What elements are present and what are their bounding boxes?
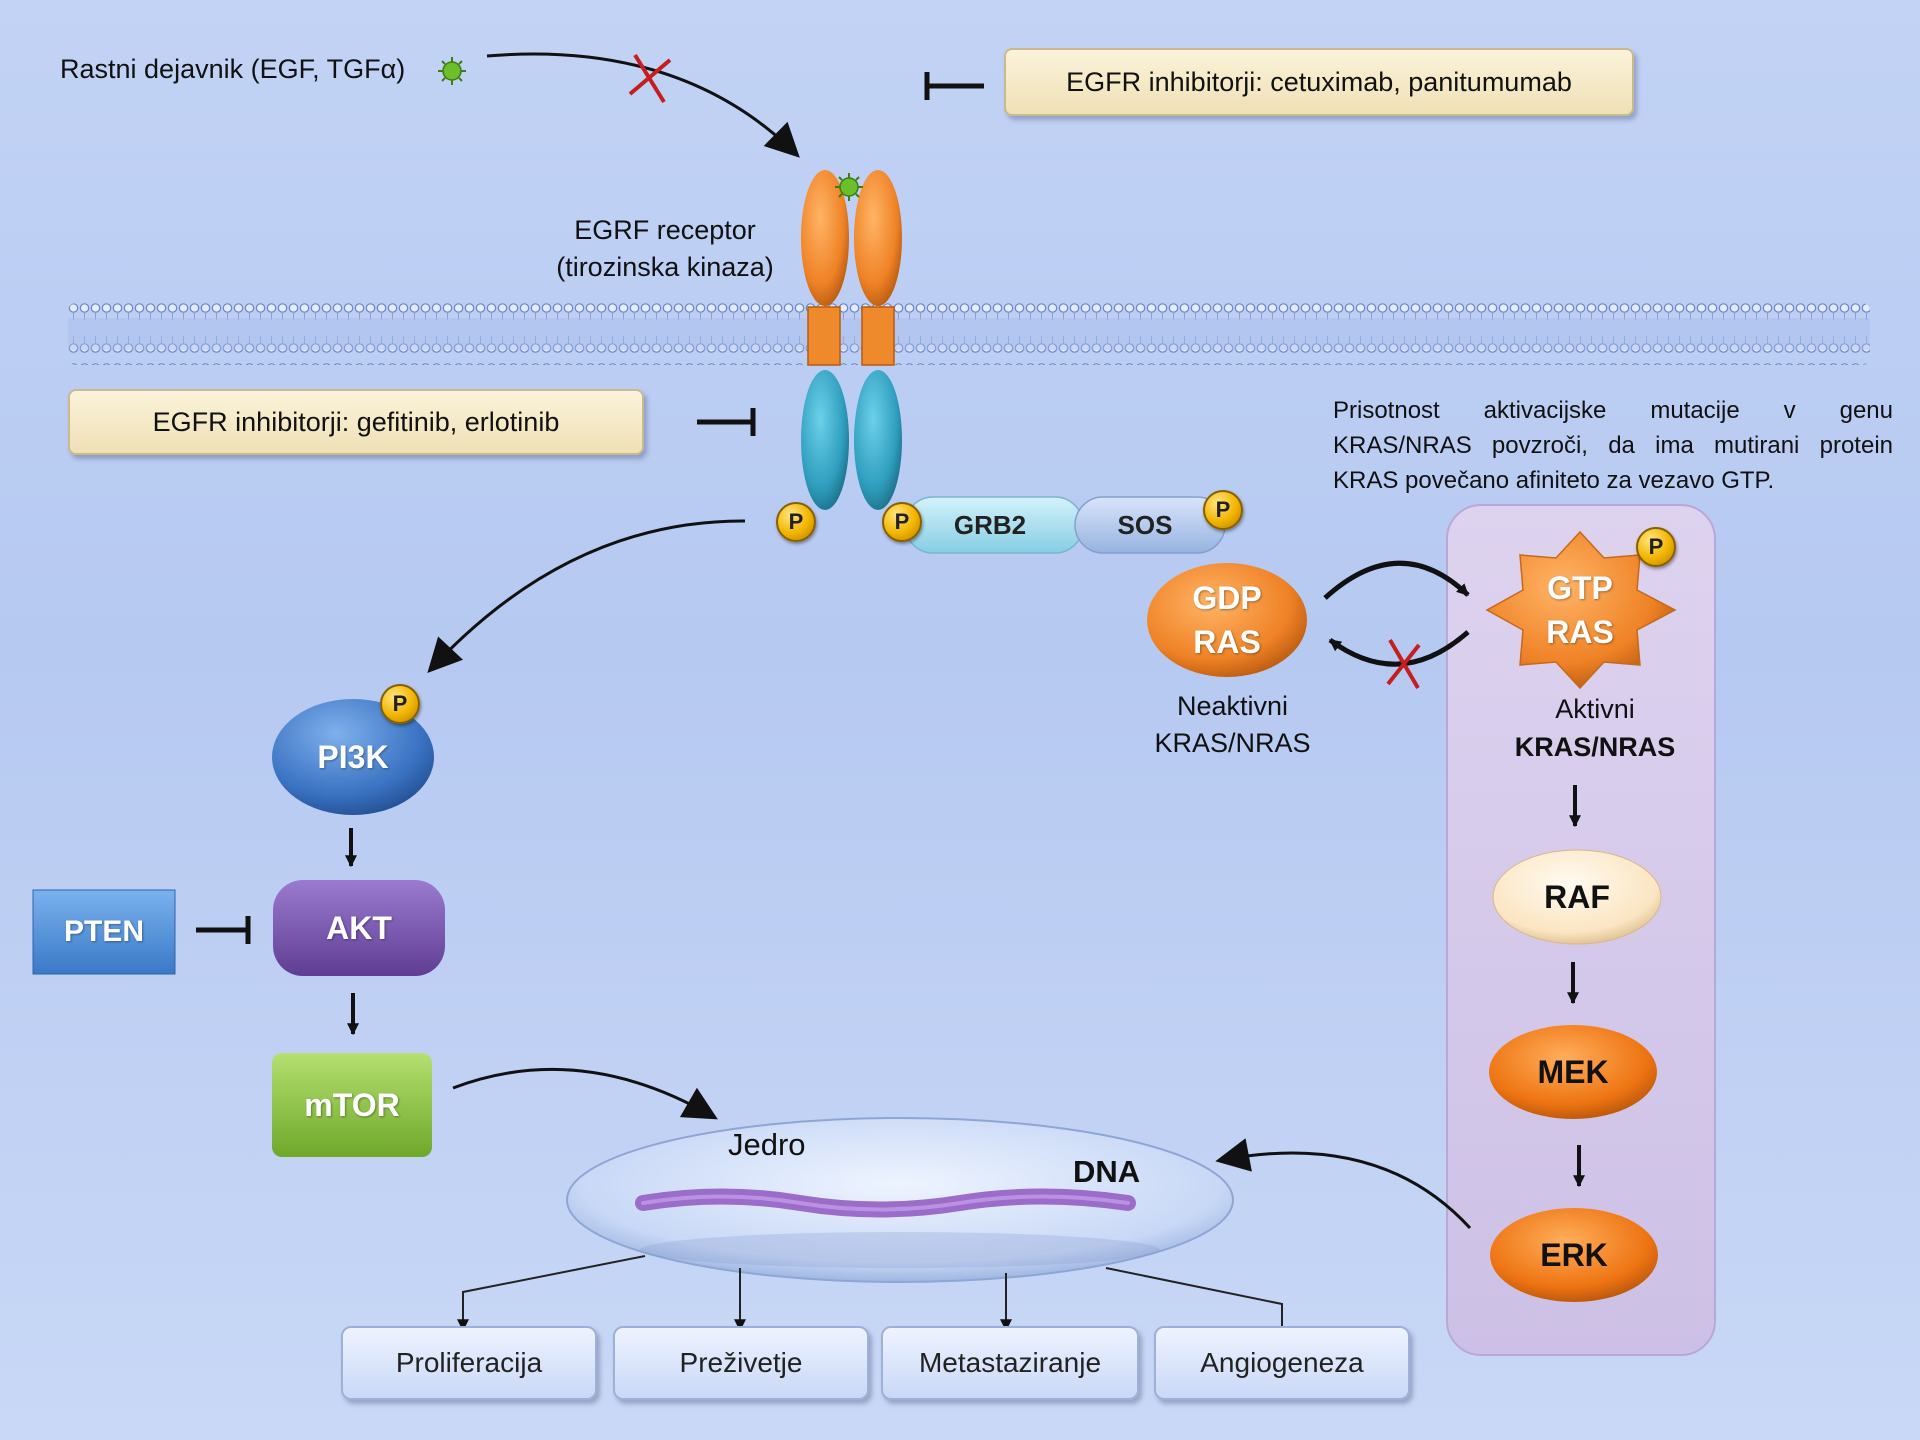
- outcome-metastasis: Metastaziranje: [881, 1326, 1139, 1400]
- erk-shape: [1490, 1208, 1658, 1302]
- mtor-shape: [272, 1053, 432, 1157]
- mutation-note-line2: KRAS/NRAS povzroči, da ima mutirani prot…: [1333, 432, 1893, 459]
- inhibitor-box-top: EGFR inhibitorji: cetuximab, panitumumab: [1004, 48, 1634, 116]
- receptor-label-line1: EGRF receptor: [574, 215, 756, 245]
- arrow-mtor-to-nucleus: [452, 1067, 718, 1120]
- mtor-node: mTOR: [304, 1086, 400, 1123]
- block-mark-ligand: [628, 53, 672, 104]
- raf-node: RAF: [1544, 878, 1610, 915]
- gtp-ras-node: GTP RAS: [1500, 560, 1660, 660]
- mek-node: MEK: [1537, 1053, 1609, 1090]
- akt-node: AKT: [326, 909, 392, 946]
- receptor-label-line2: (tirozinska kinaza): [556, 252, 774, 282]
- cell-membrane: [68, 303, 1870, 365]
- egfr-receptor: [801, 170, 902, 510]
- gdp-ras-line1: GDP: [1192, 580, 1262, 616]
- sos-label: SOS: [1117, 509, 1173, 540]
- bound-ligand-icon: [834, 172, 864, 202]
- dna-label: DNA: [1073, 1154, 1141, 1189]
- gtp-ras-line1: GTP: [1547, 570, 1613, 606]
- inhibition-mid: [697, 408, 756, 436]
- akt-shape: [273, 880, 445, 976]
- pten-shape: [32, 889, 176, 975]
- arrow-erk-to-nucleus: [1215, 1138, 1472, 1230]
- growth-factor-icon: [437, 56, 467, 86]
- ras-inactive-cap1: Neaktivni: [1176, 691, 1289, 721]
- gtp-ras-line2: RAS: [1546, 614, 1614, 650]
- block-mark-ras: [1386, 638, 1421, 690]
- pi3k-shape: [272, 699, 434, 815]
- ras-active-caption: Aktivni KRAS/NRAS: [1480, 690, 1710, 766]
- arrow-ligand-to-receptor: [486, 52, 800, 158]
- phosphate-receptor-right: P: [882, 502, 922, 542]
- phosphate-sos: P: [1203, 490, 1243, 530]
- gdp-ras-node: GDP RAS: [1147, 563, 1307, 677]
- outcome-proliferation: Proliferacija: [341, 1326, 597, 1400]
- gtp-ras-shape: [1485, 530, 1677, 690]
- ras-active-cap2: KRAS/NRAS: [1514, 732, 1676, 762]
- raf-shape: [1492, 849, 1662, 945]
- mutation-note-line3: KRAS povečano afiniteto za vezavo GTP.: [1333, 467, 1775, 494]
- gdp-ras-shape: [1147, 563, 1307, 677]
- phosphate-gtp-ras: P: [1636, 527, 1676, 567]
- inhibition-pten: [196, 916, 251, 944]
- nucleus-label: Jedro: [728, 1127, 806, 1162]
- growth-factor-label: Rastni dejavnik (EGF, TGFα): [60, 54, 406, 84]
- pten-node: PTEN: [63, 915, 144, 948]
- outcome-survival: Preživetje: [613, 1326, 869, 1400]
- mek-shape: [1489, 1025, 1657, 1119]
- pi3k-node: PI3K: [317, 738, 389, 775]
- receptor-label: EGRF receptor (tirozinska kinaza): [520, 212, 810, 286]
- ras-inactive-caption: Neaktivni KRAS/NRAS: [1120, 688, 1345, 762]
- erk-node: ERK: [1540, 1236, 1608, 1273]
- arrow-receptor-to-pi3k: [427, 519, 746, 673]
- nucleus-shape: [566, 1117, 1234, 1283]
- outcome-angiogenesis: Angiogeneza: [1154, 1326, 1410, 1400]
- phosphate-pi3k: P: [380, 684, 420, 724]
- mutation-note: Prisotnost aktivacijske mutacije v genu …: [1333, 393, 1893, 498]
- mutation-note-line1: Prisotnost aktivacijske mutacije v genu: [1333, 397, 1893, 424]
- inhibitor-box-mid: EGFR inhibitorji: gefitinib, erlotinib: [68, 389, 644, 455]
- arrow-ras-inactivation: [1328, 630, 1470, 667]
- inhibition-top: [924, 72, 984, 100]
- ras-inactive-cap2: KRAS/NRAS: [1154, 728, 1311, 758]
- phosphate-receptor-left: P: [776, 502, 816, 542]
- gdp-ras-line2: RAS: [1193, 624, 1261, 660]
- grb2-label: GRB2: [953, 509, 1027, 540]
- arrow-ras-activation: [1323, 560, 1470, 600]
- ras-active-cap1: Aktivni: [1555, 694, 1635, 724]
